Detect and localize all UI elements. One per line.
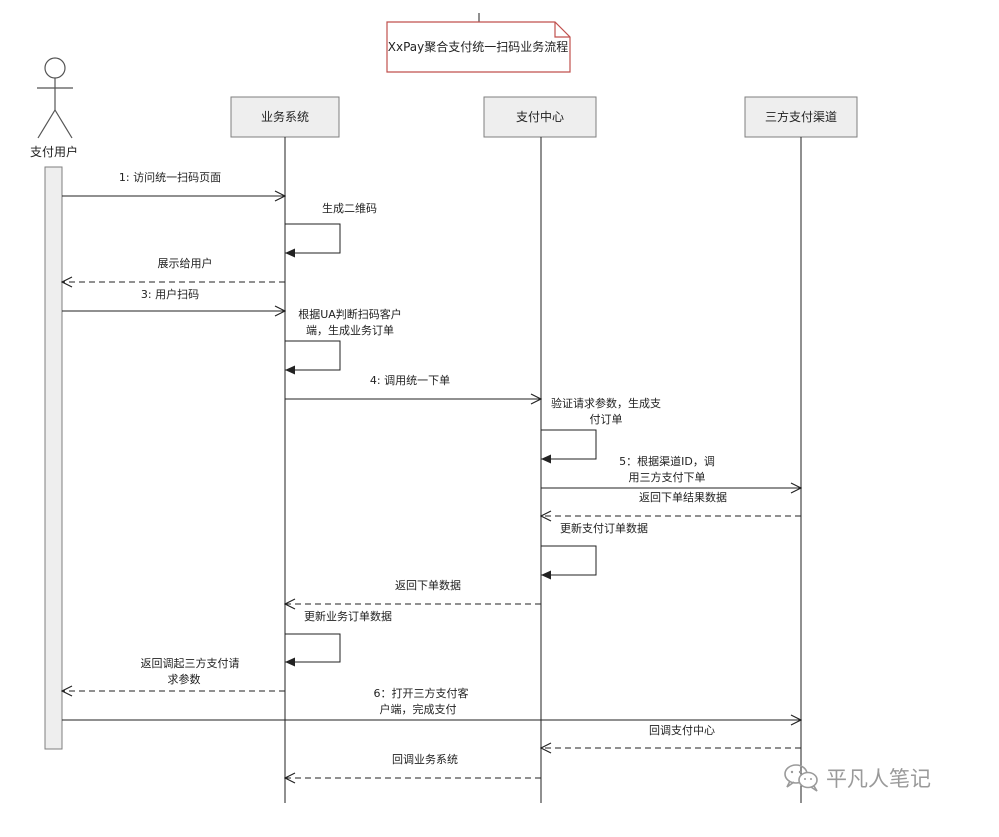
self-loop-arrow: [285, 633, 341, 667]
message-label-line-1: 5：根据渠道ID，调: [619, 454, 715, 468]
participant-label: 支付中心: [516, 109, 564, 124]
participant-box: [483, 96, 597, 138]
self-loop-arrow: [285, 340, 341, 375]
message-label-line-2: 端，生成业务订单: [306, 323, 394, 337]
message-label: 生成二维码: [322, 201, 377, 215]
message-label-line-2: 用三方支付下单: [629, 470, 706, 484]
message-label: 3: 用户扫码: [141, 287, 199, 301]
message-label-line-1: 根据UA判断扫码客户: [298, 307, 402, 321]
message-2-self: 生成二维码: [285, 201, 377, 258]
message-9-return: 返回下单结果数据: [541, 490, 801, 516]
participant-box: [230, 96, 340, 138]
self-loop-arrow: [541, 545, 597, 580]
watermark: 平凡人笔记: [784, 764, 931, 792]
stick-figure-icon: [37, 57, 73, 139]
participant-payment-center: 支付中心: [483, 96, 597, 138]
self-loop-arrow: [541, 429, 597, 464]
message-label: 更新业务订单数据: [304, 609, 392, 623]
title-note: XxPay聚合支付统一扫码业务流程: [386, 13, 571, 73]
message-1: 1: 访问统一扫码页面: [62, 171, 285, 196]
self-loop-arrow: [285, 223, 341, 258]
participant-box: [744, 96, 858, 138]
message-label-line-1: 6：打开三方支付客: [374, 686, 469, 700]
message-10-self: 更新支付订单数据: [541, 521, 648, 580]
actor-activation-bar: [44, 166, 63, 750]
note-box: [386, 21, 571, 73]
participant-label: 三方支付渠道: [765, 109, 837, 124]
message-label: 返回下单结果数据: [639, 490, 727, 504]
message-14: 6：打开三方支付客 户端，完成支付: [62, 686, 801, 720]
message-6: 4: 调用统一下单: [285, 374, 541, 399]
message-11-return: 返回下单数据: [285, 578, 541, 604]
message-label: 返回下单数据: [395, 578, 461, 592]
message-label: 展示给用户: [158, 256, 213, 270]
message-label-line-1: 验证请求参数，生成支: [551, 396, 661, 410]
message-label: 回调支付中心: [649, 724, 715, 737]
watermark-text: 平凡人笔记: [826, 767, 931, 791]
note-title: XxPay聚合支付统一扫码业务流程: [388, 39, 568, 54]
message-label: 1: 访问统一扫码页面: [119, 171, 221, 184]
message-5-self: 根据UA判断扫码客户 端，生成业务订单: [285, 307, 402, 375]
participant-third-party-channel: 三方支付渠道: [744, 96, 858, 138]
message-7-self: 验证请求参数，生成支 付订单: [541, 396, 661, 464]
message-label: 4: 调用统一下单: [370, 374, 450, 387]
message-label-line-2: 付订单: [590, 413, 623, 426]
actor-user: 支付用户: [30, 57, 78, 159]
message-8: 5：根据渠道ID，调 用三方支付下单: [541, 454, 801, 488]
actor-label: 支付用户: [30, 144, 78, 159]
participant-business-system: 业务系统: [230, 96, 340, 138]
message-label: 回调业务系统: [392, 753, 458, 766]
message-label-line-1: 返回调起三方支付请: [141, 656, 240, 670]
message-15-return: 回调支付中心: [541, 724, 801, 748]
message-3-return: 展示给用户: [62, 256, 285, 282]
message-13-return: 返回调起三方支付请 求参数: [62, 656, 285, 691]
message-4: 3: 用户扫码: [62, 287, 285, 311]
message-12-self: 更新业务订单数据: [285, 609, 392, 667]
participant-label: 业务系统: [261, 109, 309, 124]
message-label-line-2: 户端，完成支付: [380, 702, 457, 716]
wechat-icon: [784, 764, 818, 792]
message-16-return: 回调业务系统: [285, 753, 541, 778]
message-label: 更新支付订单数据: [560, 521, 648, 535]
message-label-line-2: 求参数: [168, 672, 201, 686]
note-fold: [554, 22, 570, 38]
